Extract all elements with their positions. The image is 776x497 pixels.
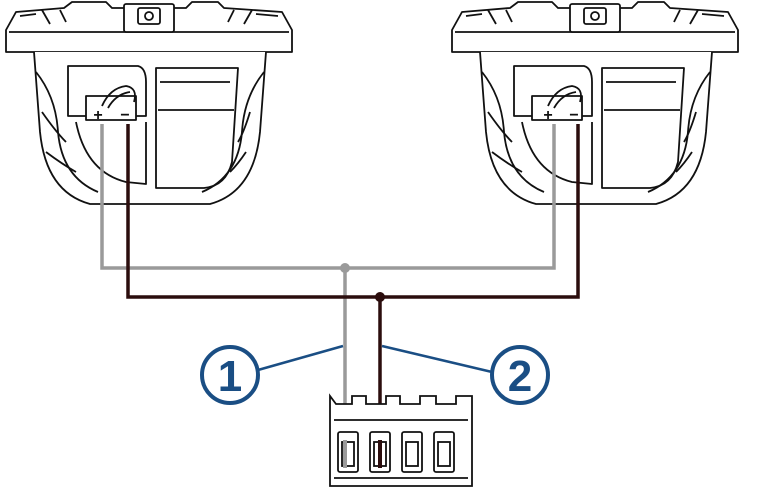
callout-1-circle <box>200 345 260 405</box>
callout-1-leader <box>257 344 344 372</box>
right-positive-label: + <box>543 107 552 124</box>
negative-junction <box>375 292 385 302</box>
positive-junction <box>340 263 350 273</box>
terminal-slot-1 <box>337 431 359 473</box>
speaker-left <box>5 1 293 205</box>
callout-2-circle <box>490 345 550 405</box>
callout-1-number: 1 <box>218 352 242 401</box>
left-negative-label: − <box>120 107 129 124</box>
right-negative-label: − <box>569 107 578 124</box>
terminal-slot-4 <box>433 431 455 473</box>
terminal-block <box>329 393 473 487</box>
callout-2-number: 2 <box>508 352 532 401</box>
speaker-right <box>451 1 739 205</box>
terminal-slot-3 <box>401 431 423 473</box>
callout-2-leader <box>381 344 493 374</box>
left-positive-label: + <box>93 107 102 124</box>
